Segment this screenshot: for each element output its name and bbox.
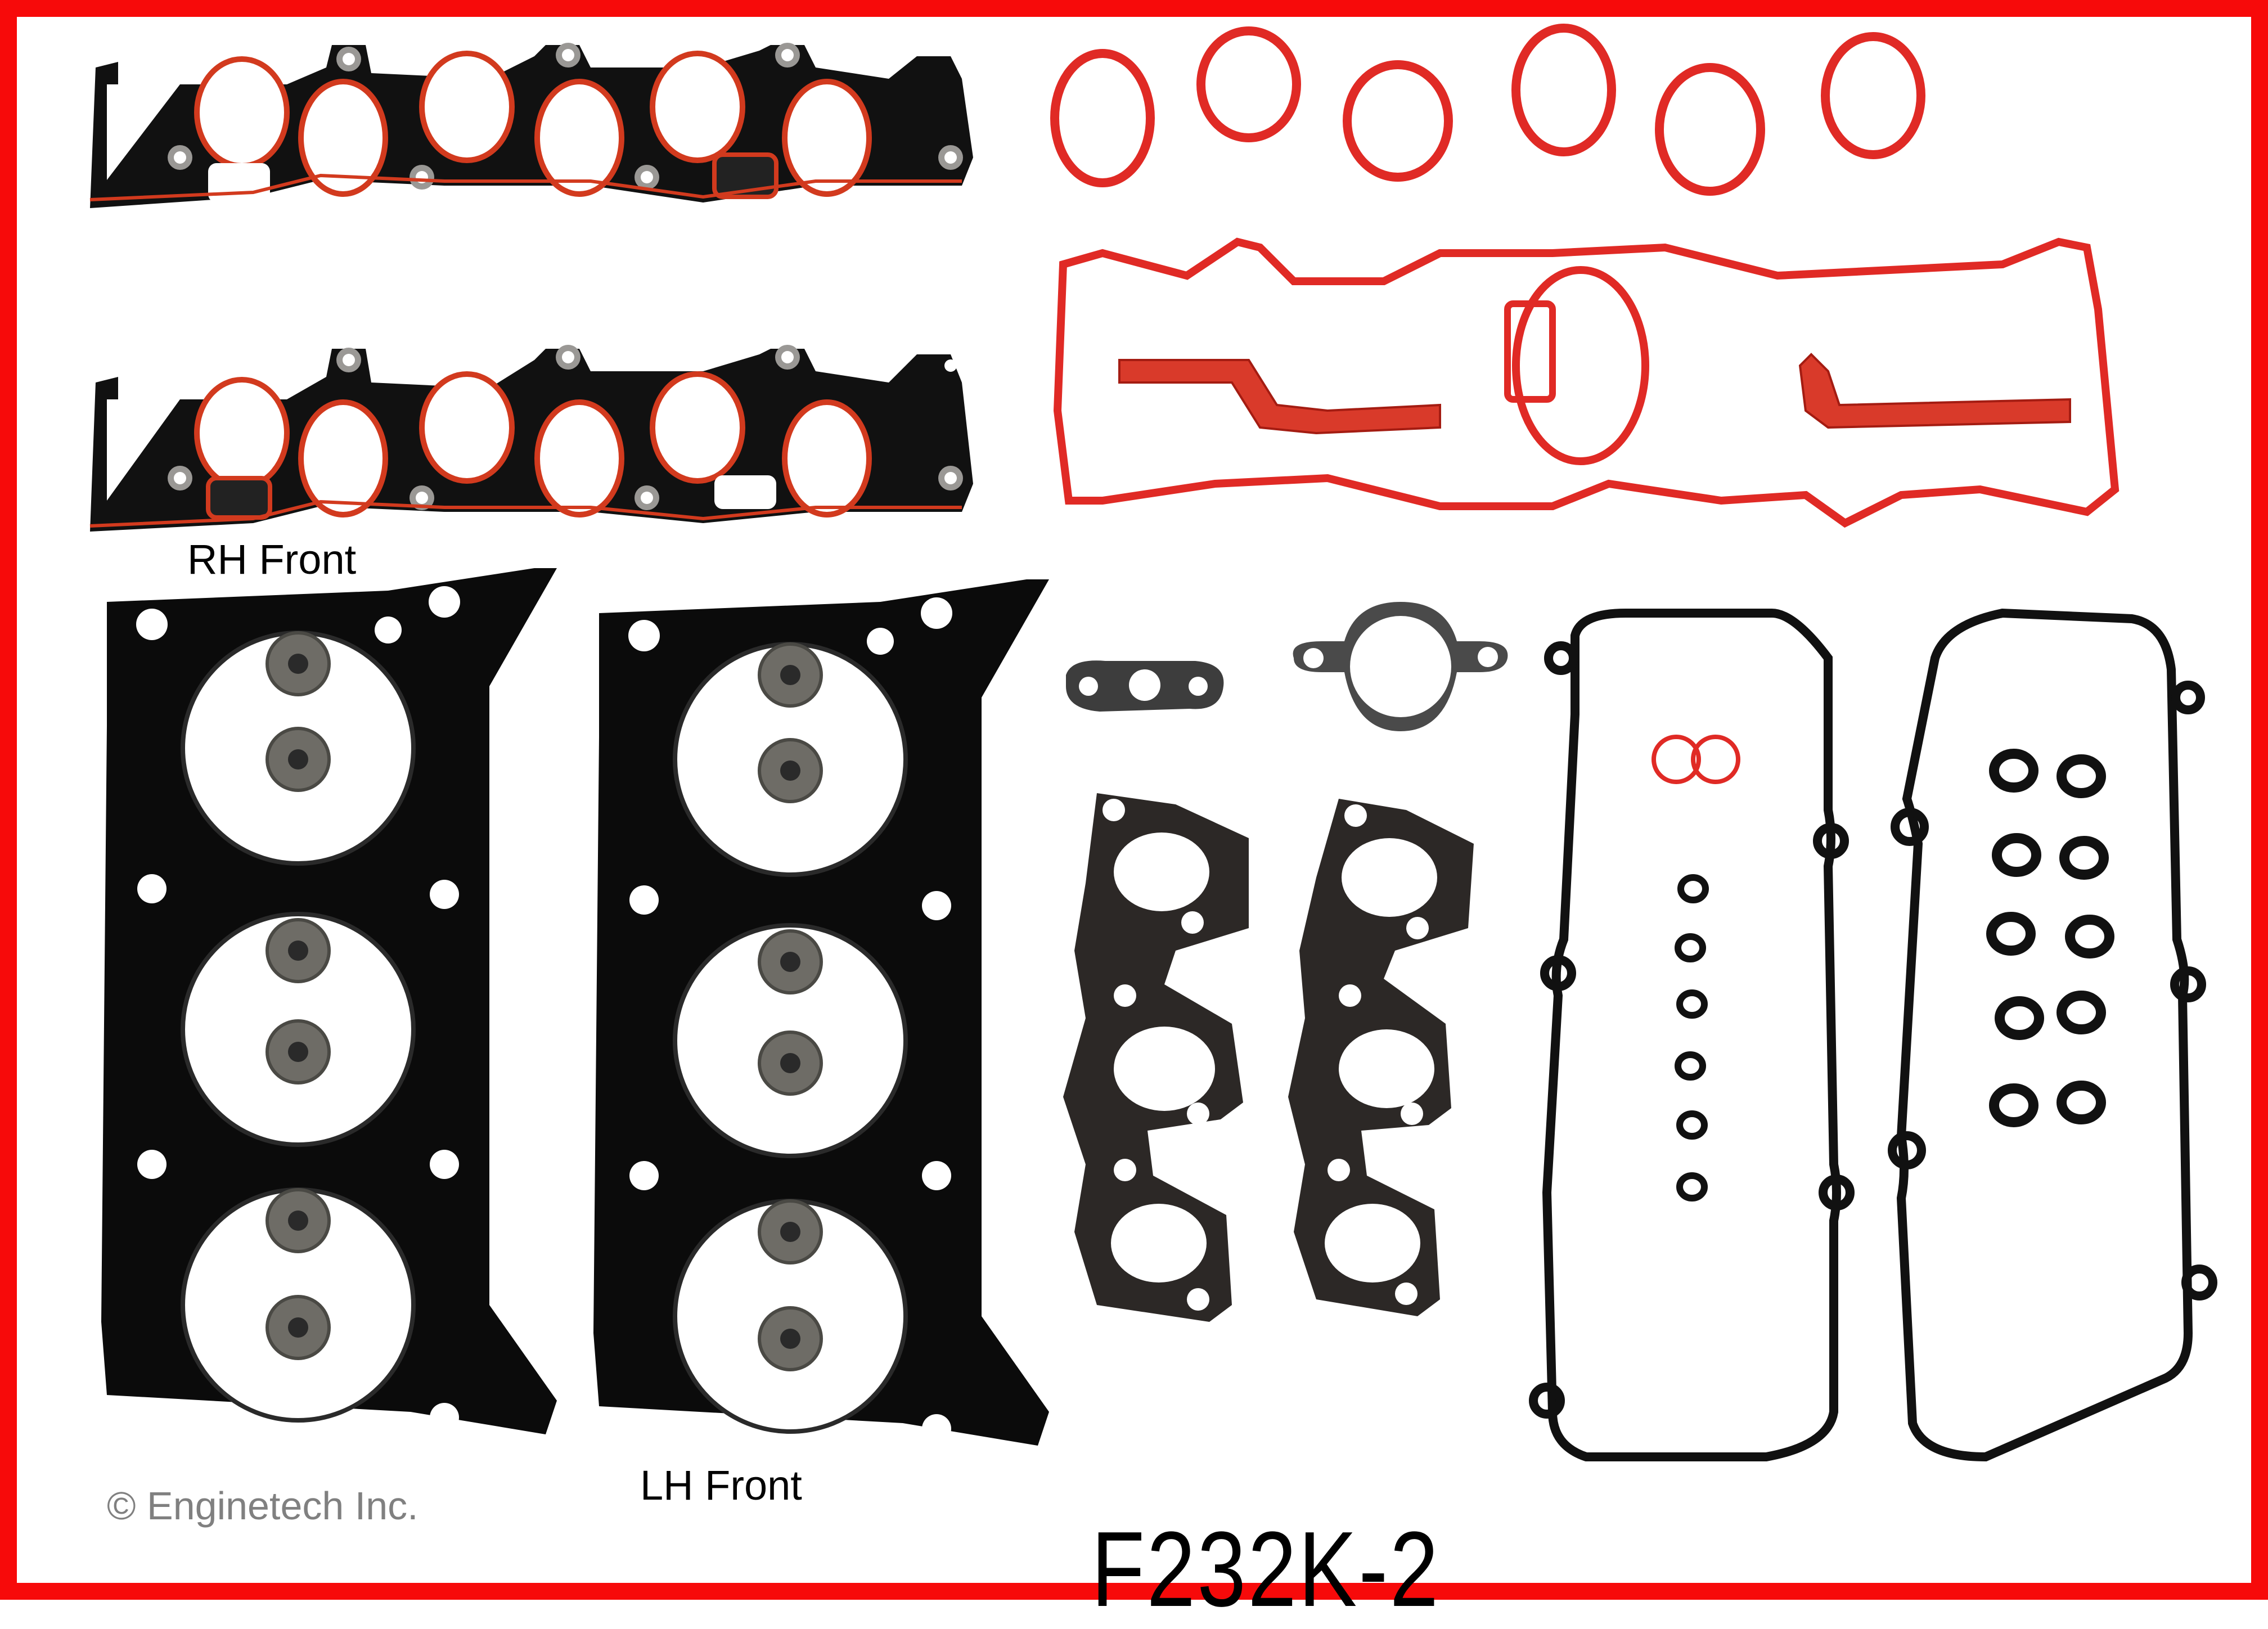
valve-cover-gasket-left [1529, 609, 1855, 1461]
intake-manifold-gasket-bottom [89, 345, 973, 532]
cylinder-head-gasket-lh [593, 579, 1049, 1446]
plenum-gasket [1053, 237, 2120, 528]
copyright-notice: © Enginetech Inc. [107, 1484, 418, 1528]
lh-front-label: LH Front [640, 1462, 802, 1509]
part-number-label: F232K-2 [1091, 1510, 1441, 1629]
intake-manifold-gasket-top [89, 43, 973, 208]
exhaust-manifold-gasket-right [1288, 799, 1474, 1316]
valve-cover-gasket-right [1888, 608, 2217, 1462]
cylinder-head-gasket-rh [101, 568, 557, 1434]
exhaust-manifold-gasket-left [1063, 793, 1249, 1322]
egr-tube-gasket [1066, 660, 1224, 712]
thermostat-gasket [1293, 602, 1508, 731]
rh-front-label: RH Front [187, 536, 357, 583]
intake-port-ring-seals [1050, 24, 1925, 196]
